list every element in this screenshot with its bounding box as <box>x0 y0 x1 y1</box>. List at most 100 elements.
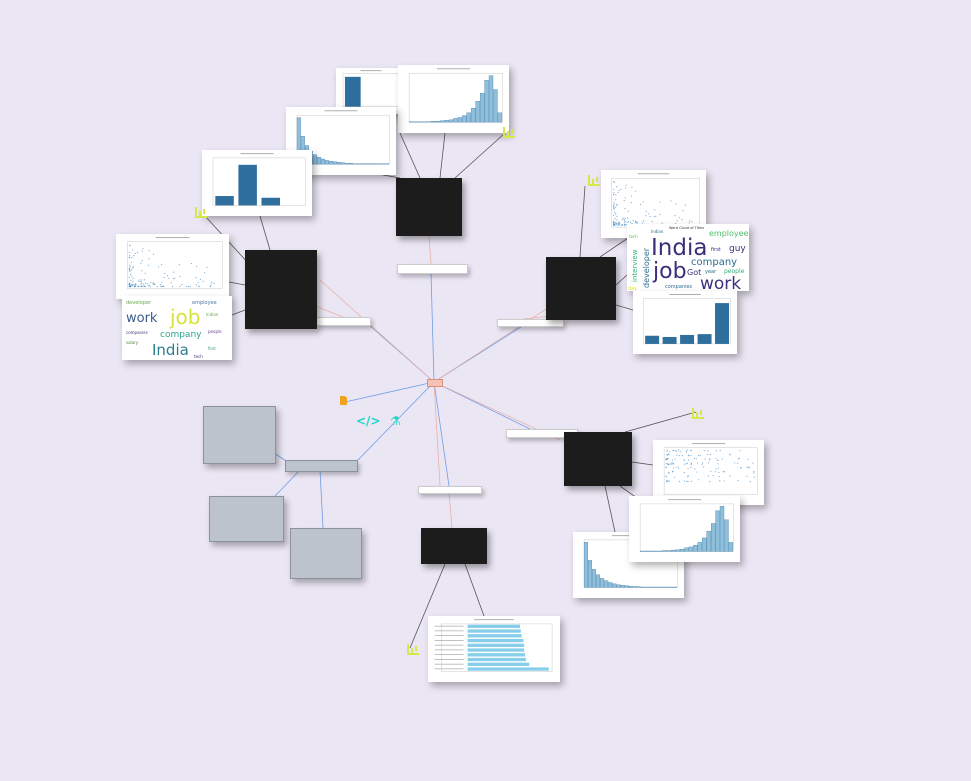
scatter-point <box>138 280 140 282</box>
scatter-point <box>137 285 139 288</box>
scatter-point <box>612 221 615 224</box>
scatter-point <box>171 285 174 288</box>
scatter-point <box>618 222 620 225</box>
scatter-point <box>134 284 136 286</box>
scatter-point <box>131 275 133 277</box>
bar-chart-icon[interactable] <box>588 175 600 186</box>
wc-word: job <box>169 305 201 329</box>
thumb-scatter-grid[interactable] <box>653 440 764 505</box>
node-left[interactable] <box>245 250 317 329</box>
histogram-bar <box>706 530 711 552</box>
thumb-hist-rising-top[interactable] <box>398 65 509 133</box>
node-lower-right[interactable] <box>564 432 632 486</box>
scatter-point <box>140 283 142 286</box>
scatter-point <box>615 213 617 215</box>
thumb-bar-5[interactable] <box>633 291 737 354</box>
edge <box>454 132 506 179</box>
scatter-point <box>739 450 741 452</box>
root-node[interactable] <box>427 379 443 387</box>
scatter-point <box>671 471 674 473</box>
thumb-wordcloud-left[interactable]: developer employee job work company Indi… <box>122 296 232 360</box>
bar-chart-icon[interactable] <box>692 408 704 419</box>
scatter-point <box>635 220 637 222</box>
branch-label-left[interactable] <box>316 317 371 326</box>
thumb-hbar[interactable] <box>428 616 560 682</box>
code-icon[interactable]: </> <box>356 414 381 428</box>
scatter-point <box>209 285 211 287</box>
scatter-point <box>729 454 731 456</box>
scatter-point <box>128 276 130 278</box>
scatter-point <box>130 279 132 281</box>
histogram-bar <box>624 585 629 588</box>
gray-node-2[interactable] <box>209 496 284 542</box>
scatter-point <box>736 462 739 464</box>
scatter-point <box>616 203 618 205</box>
edge <box>615 304 634 311</box>
scatter-point <box>128 285 131 287</box>
hbar <box>467 653 526 657</box>
scatter-point <box>694 468 696 470</box>
scatter-point <box>668 464 670 466</box>
scatter-point <box>642 201 644 203</box>
scatter-point <box>719 450 721 452</box>
node-top[interactable] <box>396 178 462 236</box>
hbar <box>467 638 524 643</box>
scatter-point <box>620 224 623 226</box>
bar-chart-icon[interactable] <box>195 207 207 218</box>
histogram-bar <box>440 120 445 123</box>
gray-node-3[interactable] <box>290 528 362 579</box>
scatter-point <box>687 459 690 461</box>
bar <box>715 303 730 344</box>
scatter-point <box>615 186 618 188</box>
gray-node-1[interactable] <box>203 406 276 464</box>
scatter-point <box>702 462 704 464</box>
wc-word: salary <box>126 340 139 345</box>
histogram-bar <box>710 523 716 552</box>
scatter-point <box>665 481 668 483</box>
scatter-point <box>669 463 672 465</box>
bar-chart-icon[interactable] <box>503 127 515 138</box>
scatter-point <box>645 215 647 217</box>
scatter-point <box>712 475 714 477</box>
branch-label-top[interactable] <box>397 264 468 274</box>
chart-title <box>611 535 646 537</box>
scatter-point <box>128 256 131 258</box>
thumb-hist-rising-bottom[interactable] <box>629 496 740 562</box>
histogram-bar <box>671 549 676 552</box>
branch-label-bottom[interactable] <box>418 486 482 494</box>
flask-icon[interactable]: ⚗ <box>390 414 401 428</box>
plot-frame <box>663 447 758 495</box>
branch-label-gray[interactable] <box>285 460 358 472</box>
scatter-point <box>715 468 717 470</box>
wc-word: job <box>652 259 687 284</box>
document-icon[interactable] <box>340 396 347 405</box>
scatter-point <box>721 458 723 460</box>
scatter-point <box>679 451 681 453</box>
histogram-bar <box>592 569 597 588</box>
scatter-point <box>617 224 620 226</box>
histogram-bar <box>608 582 613 588</box>
scatter-point <box>613 191 615 194</box>
scatter-point <box>690 466 692 468</box>
scatter-point <box>160 285 162 288</box>
thumb-scatter-left[interactable] <box>116 234 229 299</box>
scatter-point <box>709 458 711 460</box>
scatter-point <box>132 267 134 269</box>
edge <box>624 411 697 433</box>
thumb-bar-back[interactable] <box>336 68 406 114</box>
scatter-point <box>166 275 169 277</box>
histogram-bar <box>457 117 463 123</box>
scatter-point <box>691 221 693 223</box>
node-bottom[interactable] <box>421 528 487 564</box>
thumb-bar-3[interactable] <box>202 150 312 216</box>
scatter-point <box>670 200 672 202</box>
branch-label-right[interactable] <box>497 319 564 327</box>
scatter-point <box>683 459 685 461</box>
bar-chart-icon[interactable] <box>407 644 419 655</box>
node-right[interactable] <box>546 257 616 320</box>
scatter-point <box>749 481 751 483</box>
scatter-point <box>623 200 625 202</box>
scatter-point <box>129 270 131 273</box>
thumb-wordcloud-right[interactable]: Word Cloud of Titles India job work comp… <box>627 224 749 291</box>
histogram-bar <box>675 549 680 552</box>
